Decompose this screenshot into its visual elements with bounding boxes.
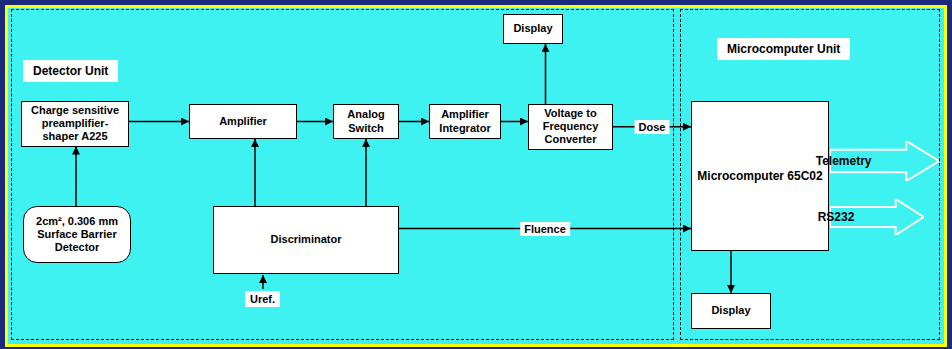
output-arrow: Telemetry xyxy=(830,141,939,181)
unit-heading: Detector Unit xyxy=(23,60,118,82)
switch-box: Analog Switch xyxy=(333,104,399,139)
signal-connector xyxy=(501,121,528,123)
box-label: RS232 xyxy=(818,210,855,224)
output-arrow: RS232 xyxy=(830,199,924,235)
amplifier-box: Amplifier xyxy=(189,104,297,139)
signal-connector xyxy=(297,121,333,123)
unit-region: Microcomputer 65C02TelemetryRS232Display… xyxy=(680,9,940,340)
integrator-box: Amplifier Integrator xyxy=(429,104,501,139)
reference-lead xyxy=(262,275,264,289)
box-label: Display xyxy=(711,304,750,317)
detector-box: 2cm², 0.306 mm Surface Barrier Detector xyxy=(23,206,131,263)
box-label: Analog Switch xyxy=(338,108,394,134)
discriminator-box: Discriminator xyxy=(213,206,399,274)
box-label: Voltage to Frequency Converter xyxy=(533,107,608,147)
box-label: Microcomputer 65C02 xyxy=(697,169,822,183)
display-box: Display xyxy=(691,293,771,329)
signal-connector xyxy=(254,139,256,206)
box-label: Telemetry xyxy=(816,154,872,168)
signal-label: Fluence xyxy=(520,222,570,236)
unit-heading: Microcomputer Unit xyxy=(717,38,850,60)
signal-connector xyxy=(545,44,547,104)
signal-label: Dose xyxy=(635,120,670,134)
preamp-box: Charge sensitive preamplifier- shaper A2… xyxy=(21,101,129,147)
signal-connector xyxy=(129,121,189,123)
cpu-box: Microcomputer 65C02 xyxy=(691,101,829,251)
box-label: Amplifier Integrator xyxy=(434,108,496,134)
box-label: Charge sensitive preamplifier- shaper A2… xyxy=(26,104,124,144)
unit-region: DisplayCharge sensitive preamplifier- sh… xyxy=(11,9,674,340)
box-label: 2cm², 0.306 mm Surface Barrier Detector xyxy=(28,215,126,255)
box-label: Amplifier xyxy=(219,115,267,128)
display-box: Display xyxy=(503,14,563,44)
reference-label: Uref. xyxy=(245,291,280,307)
box-label: Display xyxy=(513,22,552,35)
signal-connector xyxy=(399,121,429,123)
signal-connector xyxy=(365,139,367,206)
converter-box: Voltage to Frequency Converter xyxy=(528,104,613,150)
box-label: Discriminator xyxy=(271,233,342,246)
signal-connector xyxy=(730,251,732,293)
signal-connector xyxy=(75,147,77,206)
